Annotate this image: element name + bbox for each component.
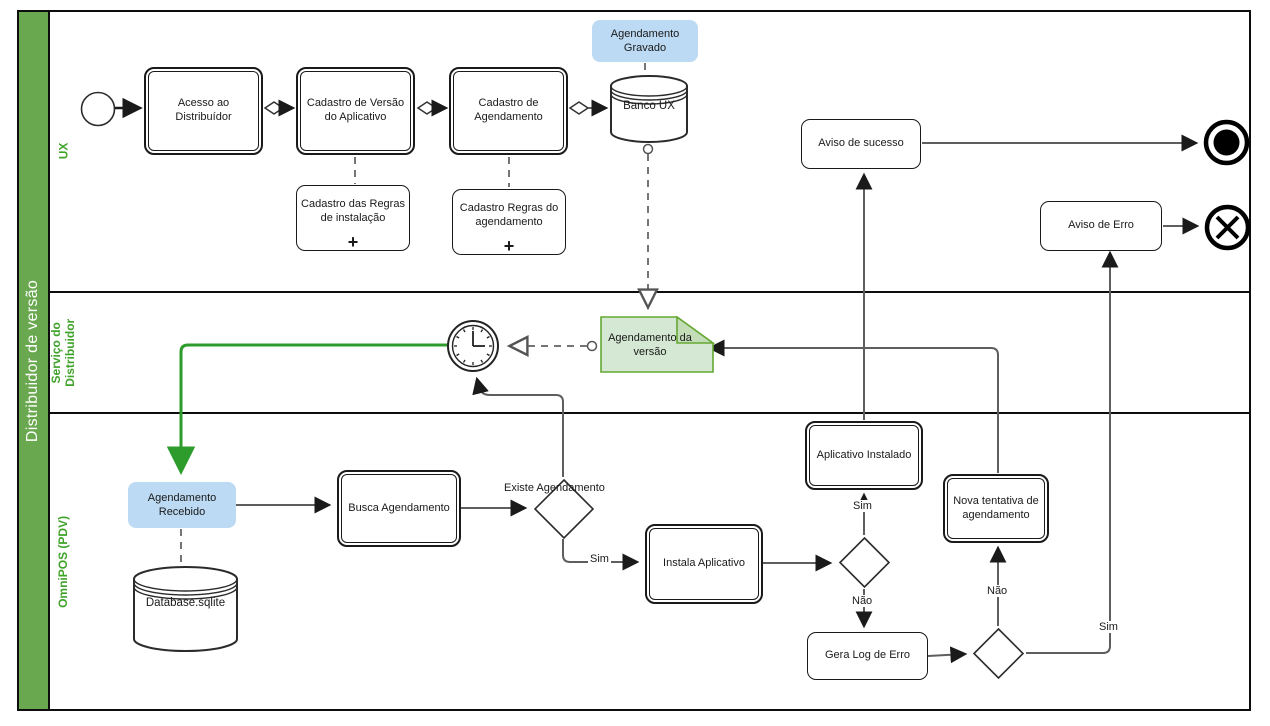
task-aplicativo-instalado[interactable]: Aplicativo Instalado — [805, 421, 923, 490]
flow-sim-to-erro[interactable] — [1026, 250, 1119, 654]
start-event[interactable] — [80, 91, 116, 132]
flow-existe-sim-to-instala[interactable] — [562, 539, 640, 571]
task-gera-log-erro[interactable]: Gera Log de Erro — [807, 632, 928, 680]
subprocess-regras-instalacao[interactable]: Cadastro das Regras de instalação + — [296, 185, 410, 251]
task-label: Cadastro de Versão do Aplicativo — [306, 97, 405, 123]
flow-existe-to-timer[interactable] — [472, 376, 564, 477]
connector-diamond-1 — [263, 101, 285, 115]
gateway-instalado[interactable] — [838, 536, 891, 594]
subprocess-label: Cadastro Regras do agendamento — [459, 201, 559, 228]
edge-label-sim: Sim — [588, 553, 611, 565]
assoc-endpoint-circle — [642, 143, 654, 155]
plus-icon: + — [503, 236, 515, 256]
edge-label-sim: Sim — [1097, 621, 1120, 633]
task-label: Cadastro de Agendamento — [474, 97, 543, 123]
clock-ticks — [454, 327, 492, 365]
connector-diamond-2 — [416, 101, 438, 115]
task-acesso-distribuidor[interactable]: Acesso ao Distribuídor — [144, 67, 263, 155]
flow-timer-to-recebido[interactable] — [166, 343, 447, 475]
datastore-database-sqlite[interactable] — [132, 565, 239, 658]
pool-header[interactable]: Distribuidor de versão — [17, 10, 50, 711]
task-label: Gera Log de Erro — [825, 649, 910, 662]
datastore-label: Database.sqlite — [145, 597, 226, 609]
document-agendamento-versao[interactable] — [600, 315, 716, 379]
edge-label-sim: Sim — [851, 500, 874, 512]
end-event-cancel[interactable] — [1203, 203, 1252, 257]
annotation-label: Agendamento Recebido — [147, 491, 217, 518]
clock-hands — [472, 331, 485, 347]
flow-tentativa-to-doc[interactable] — [707, 339, 999, 473]
annotation-agendamento-recebido[interactable]: Agendamento Recebido — [128, 482, 236, 528]
annotation-label: Agendamento Gravado — [610, 27, 680, 54]
task-label: Instala Aplicativo — [663, 557, 745, 570]
task-label: Nova tentativa de agendamento — [953, 494, 1039, 521]
task-busca-agendamento[interactable]: Busca Agendamento — [337, 470, 461, 547]
gateway-label: Existe Agendamento — [504, 482, 605, 494]
task-aviso-erro[interactable]: Aviso de Erro — [1040, 201, 1162, 251]
edge-label-nao: Não — [850, 595, 875, 607]
task-aviso-sucesso[interactable]: Aviso de sucesso — [801, 119, 921, 169]
assoc-endpoint-circle — [586, 340, 598, 352]
task-cadastro-agendamento[interactable]: Cadastro de Agendamento — [449, 67, 568, 155]
plus-icon: + — [347, 232, 359, 252]
datastore-banco-ux[interactable] — [609, 74, 689, 150]
task-label: Busca Agendamento — [348, 501, 450, 514]
subprocess-regras-agendamento[interactable]: Cadastro Regras do agendamento + — [452, 189, 566, 255]
gateway-existe-agendamento[interactable] — [533, 478, 595, 545]
end-event-success[interactable] — [1202, 118, 1251, 172]
task-cadastro-versao[interactable]: Cadastro de Versão do Aplicativo — [296, 67, 415, 155]
subprocess-label: Cadastro das Regras de instalação — [301, 197, 405, 224]
task-label: Aplicativo Instalado — [816, 448, 912, 461]
task-label: Aviso de sucesso — [818, 137, 904, 150]
flow-geralog-to-gateway[interactable] — [927, 646, 968, 664]
annotation-agendamento-gravado[interactable]: Agendamento Gravado — [592, 20, 698, 62]
document-label: Agendamento da versão — [608, 332, 692, 359]
task-instala-aplicativo[interactable]: Instala Aplicativo — [645, 524, 763, 604]
timer-event[interactable] — [446, 319, 500, 378]
datastore-label: Banco UX — [623, 100, 675, 112]
edge-label-nao: Não — [985, 585, 1010, 597]
task-label: Acesso ao Distribuídor — [175, 97, 232, 123]
gateway-tentativa[interactable] — [972, 627, 1025, 685]
task-nova-tentativa[interactable]: Nova tentativa de agendamento — [943, 474, 1049, 543]
connector-diamond-3 — [568, 101, 590, 115]
task-label: Aviso de Erro — [1068, 219, 1134, 232]
